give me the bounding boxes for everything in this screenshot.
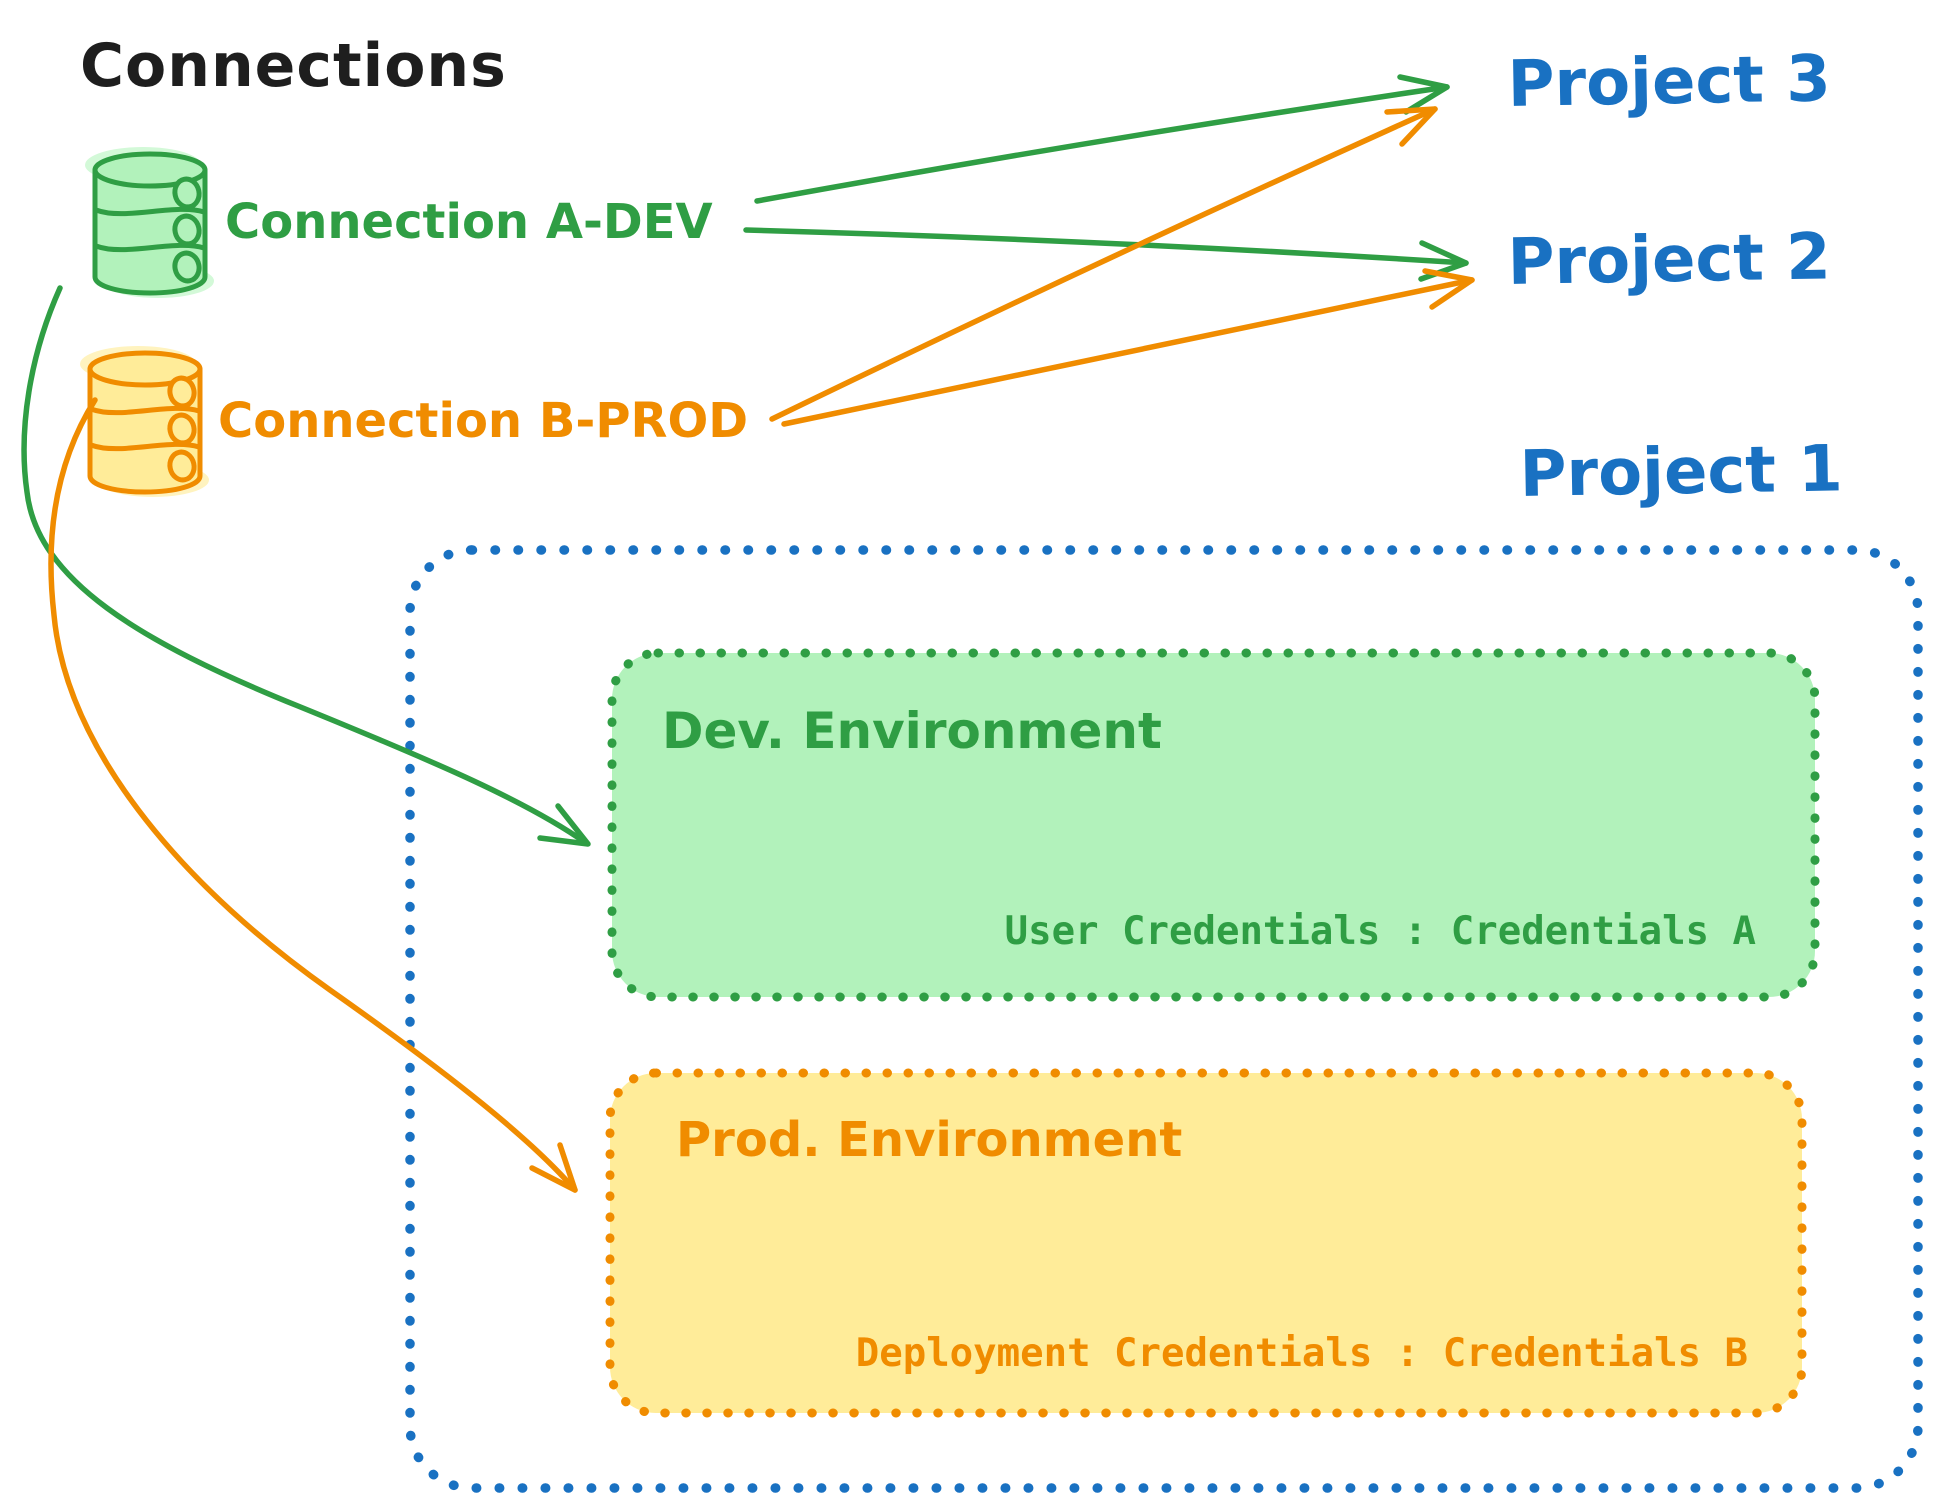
arrow-b-prod-to-project-2 (781, 268, 1475, 427)
arrow-a-dev-to-project-2 (743, 227, 1469, 282)
database-icon (80, 346, 209, 497)
prod-environment-title: Prod. Environment (676, 1112, 1182, 1168)
project-3-label: Project 3 (1507, 42, 1831, 122)
arrowhead (1422, 268, 1475, 310)
arrowhead (1397, 74, 1450, 115)
dev-environment-credentials: User Credentials : Credentials A (1005, 909, 1756, 954)
arrow-a-dev-to-dev-environment (21, 285, 591, 847)
arrowhead (537, 803, 591, 847)
connection-a-dev-label: Connection A-DEV (225, 194, 713, 250)
arrowhead (1384, 106, 1438, 147)
project-1-container-box (405, 545, 1923, 1493)
connection-a-dev-node: Connection A-DEV (85, 147, 713, 298)
diagram-title: Connections (80, 31, 507, 101)
project-1-label: Project 1 (1519, 432, 1843, 512)
project-2-label: Project 2 (1507, 220, 1831, 300)
dev-environment-rect (607, 648, 1820, 1002)
arrow-b-prod-to-project-3 (769, 106, 1438, 422)
database-icon (85, 147, 214, 298)
prod-environment-rect (605, 1068, 1807, 1418)
arrow-b-prod-to-prod-environment (48, 397, 578, 1193)
connection-b-prod-node: Connection B-PROD (80, 346, 748, 497)
prod-environment-credentials: Deployment Credentials : Credentials B (856, 1331, 1748, 1376)
arrowhead (529, 1142, 578, 1193)
arrow-a-dev-to-project-3 (754, 74, 1450, 204)
dev-environment-title: Dev. Environment (662, 702, 1162, 760)
dev-environment-box: Dev. Environment User Credentials : Cred… (607, 648, 1820, 1002)
connection-b-prod-label: Connection B-PROD (218, 393, 748, 449)
prod-environment-box: Prod. Environment Deployment Credentials… (605, 1068, 1807, 1418)
